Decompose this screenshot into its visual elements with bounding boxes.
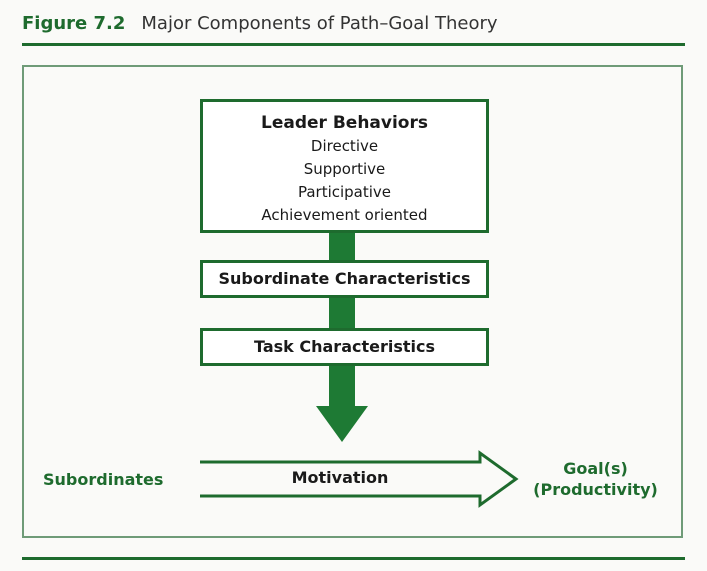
motivation-arrow bbox=[200, 450, 519, 508]
bottom-rule bbox=[22, 557, 685, 560]
motivation-label: Motivation bbox=[291, 468, 389, 487]
flow-arrow-segment-3 bbox=[329, 365, 355, 407]
flow-arrowhead bbox=[316, 406, 368, 442]
top-rule bbox=[22, 43, 685, 46]
leader-behavior-item: Directive bbox=[310, 137, 379, 155]
leader-behavior-item: Supportive bbox=[303, 160, 386, 178]
goals-label-line-1: Goal(s) bbox=[563, 459, 628, 478]
goals-label-line-2: (Productivity) bbox=[533, 480, 658, 499]
figure-title: Major Components of Path–Goal Theory bbox=[141, 13, 498, 34]
leader-behavior-item: Participative bbox=[297, 183, 392, 201]
flow-arrow-segment-2 bbox=[329, 297, 355, 330]
leader-behaviors-box: Leader Behaviors Directive Supportive Pa… bbox=[200, 99, 489, 233]
flow-arrow-segment-1 bbox=[329, 232, 355, 262]
leader-behavior-item: Achievement oriented bbox=[261, 206, 428, 224]
figure-header: Figure 7.2 Major Components of Path–Goal … bbox=[22, 11, 498, 37]
diagram-frame bbox=[22, 65, 683, 538]
subordinates-label: Subordinates bbox=[43, 470, 164, 489]
subordinate-characteristics-box: Subordinate Characteristics bbox=[200, 260, 489, 298]
leader-behaviors-title: Leader Behaviors bbox=[261, 113, 428, 133]
figure-number: Figure 7.2 bbox=[22, 13, 126, 34]
task-characteristics-box: Task Characteristics bbox=[200, 328, 489, 366]
goals-label: Goal(s) (Productivity) bbox=[528, 458, 663, 500]
